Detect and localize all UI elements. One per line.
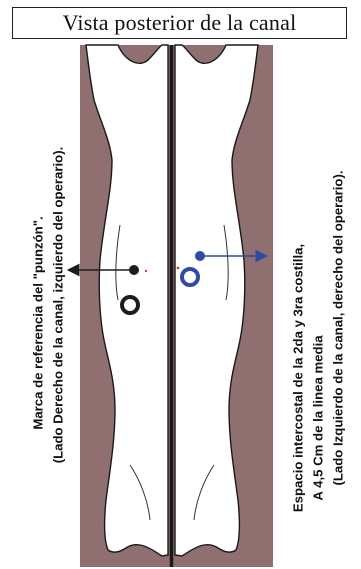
midline-mark-lower [145, 270, 147, 272]
left-reference-dot [129, 265, 139, 275]
midline-mark-upper [177, 267, 180, 270]
left-annotation-line1: Marca de referencia del "punzón". [31, 216, 46, 429]
left-annotation-line2: (Lado Derecho de la canal, izquierdo del… [51, 147, 66, 464]
right-reference-dot [195, 251, 205, 261]
right-annotation-line3: (Lado Izquierdo de la canal, derecho del… [331, 170, 346, 485]
right-annotation-line1: Espacio intercostal de la 2da y 3ra cost… [291, 244, 306, 512]
right-annotation-line2: A 4,5 Cm de la linea media [311, 335, 326, 500]
